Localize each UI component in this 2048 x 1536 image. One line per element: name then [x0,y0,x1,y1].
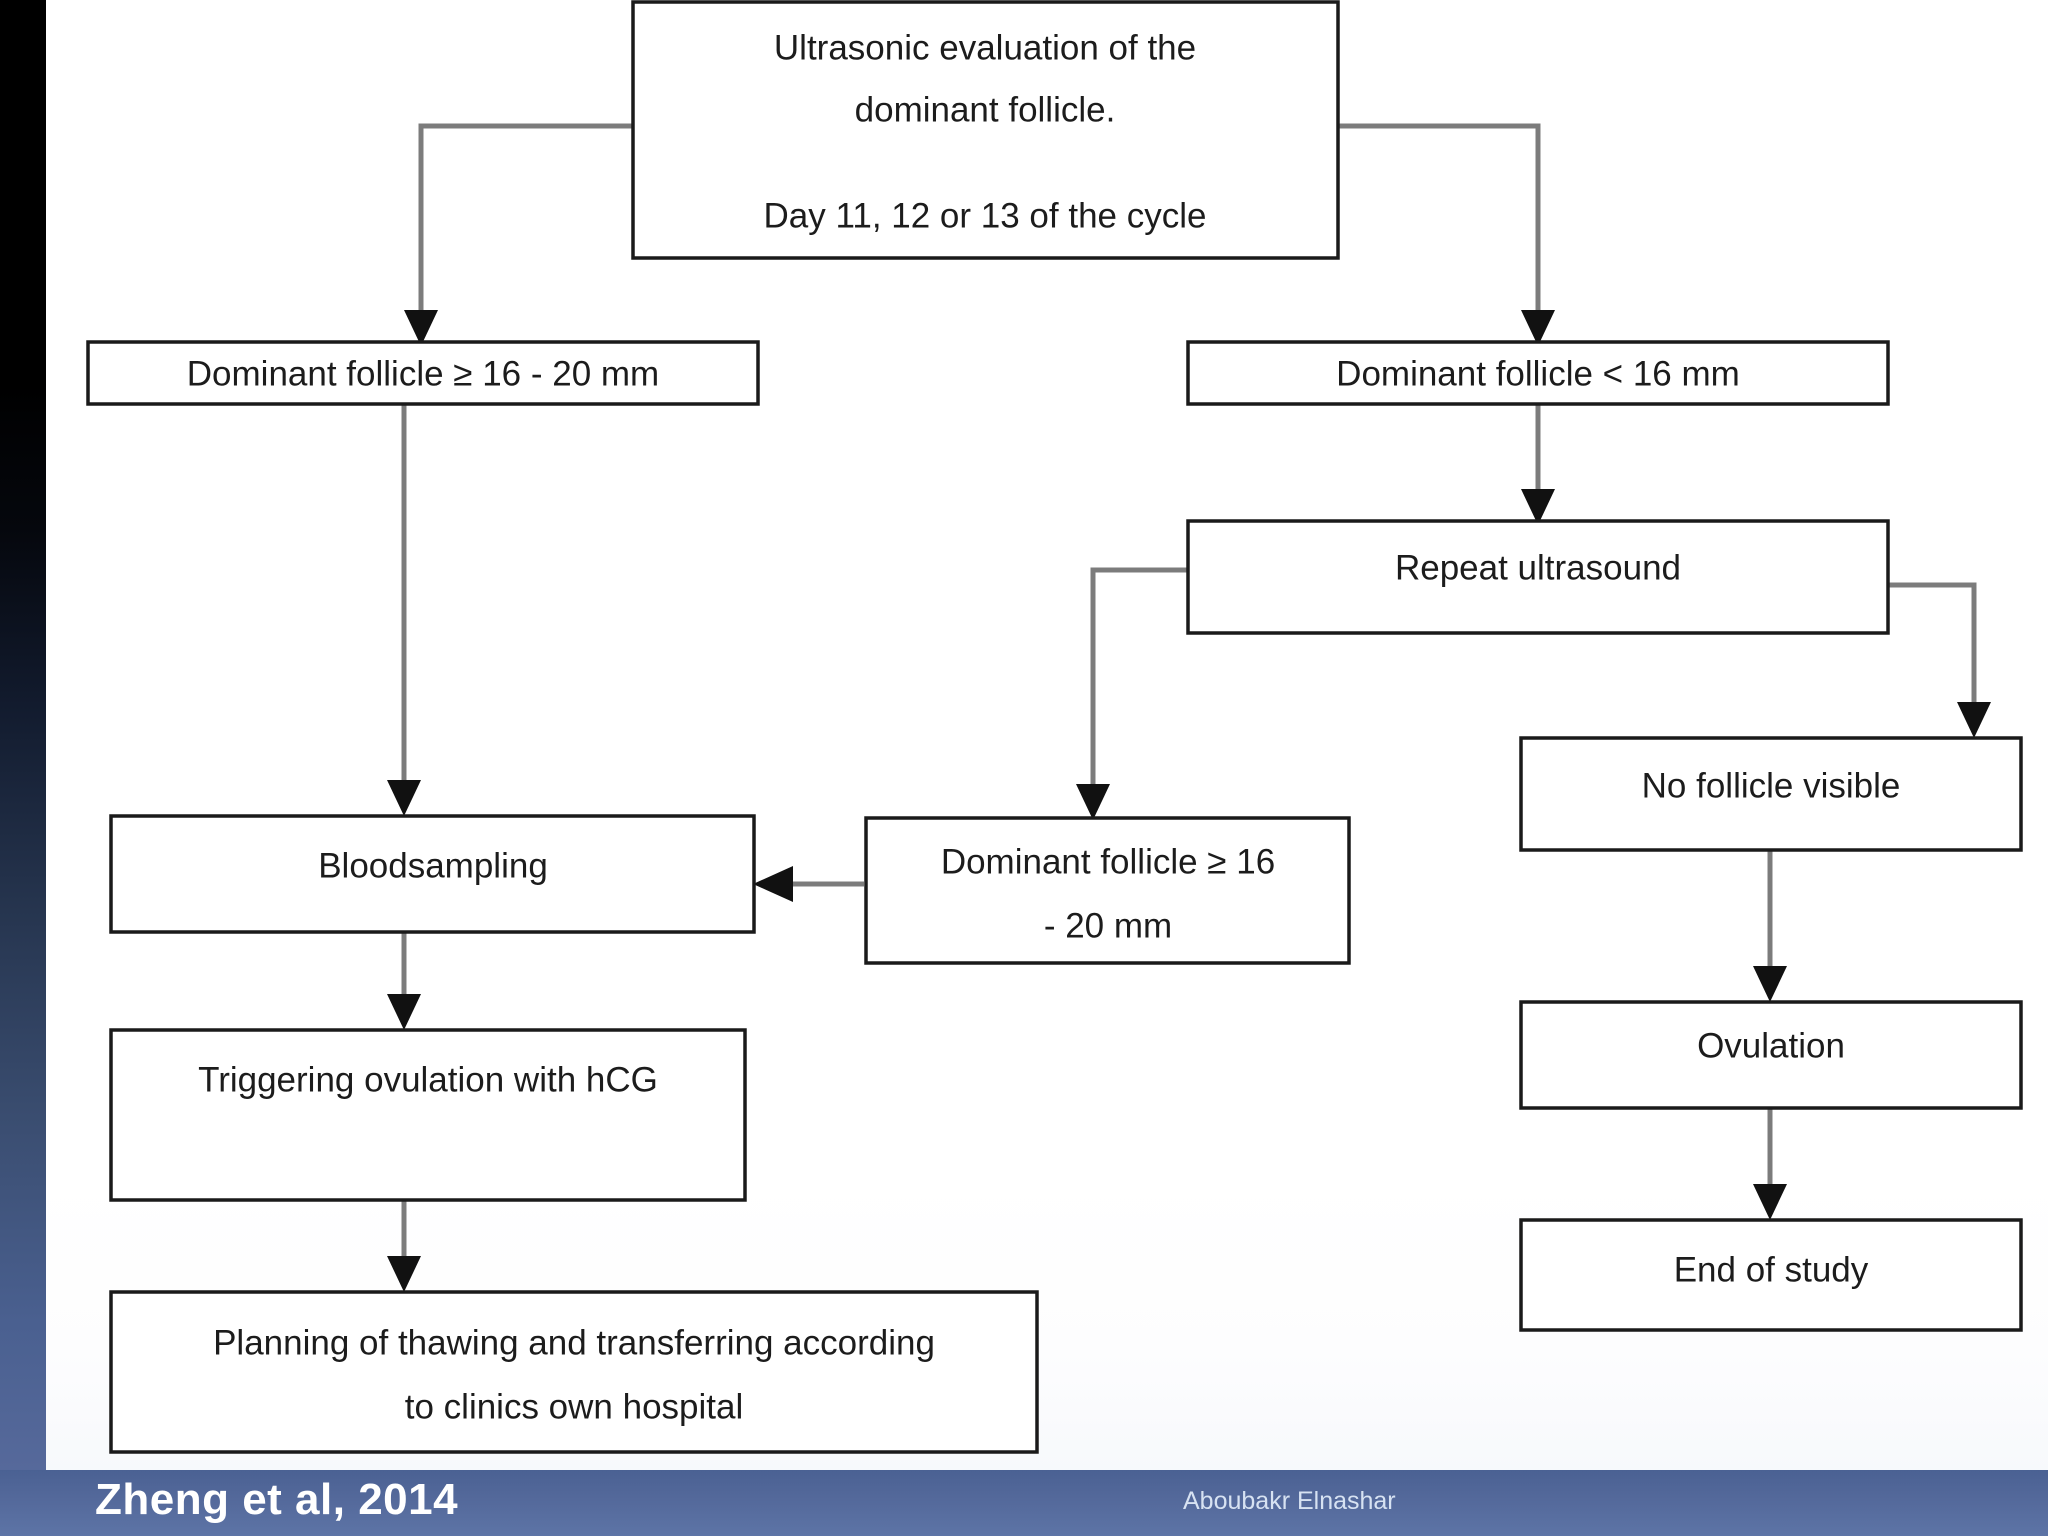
node-line: End of study [1674,1250,1869,1289]
edge-repeat-ultrasound-to-follicle-large-repeat [1076,567,1188,820]
node-line: Dominant follicle < 16 mm [1336,354,1740,393]
slide-footer-bar: Zheng et al, 2014 Aboubakr Elnashar [0,1470,2048,1536]
node-end-of-study[interactable]: End of study [1519,1218,2023,1332]
node-line: Ultrasonic evaluation of the [774,28,1196,67]
node-box [86,340,760,406]
footer-content: Zheng et al, 2014 Aboubakr Elnashar [0,1470,2048,1536]
node-ovulation[interactable]: Ovulation [1519,1000,2023,1110]
node-box [1186,340,1890,406]
node-line: - 20 mm [1044,906,1172,945]
node-planning-thawing[interactable]: Planning of thawing and transferring acc… [109,1290,1039,1454]
node-box [109,1290,1039,1454]
edge-follicle-large-to-bloodsampling [387,400,421,816]
node-box [631,0,1340,260]
node-line: dominant follicle. [855,90,1116,129]
arrow-head-icon [387,780,421,816]
node-box [109,1028,747,1202]
edge-ultrasonic-to-follicle-small [1338,123,1555,346]
node-dominant-follicle-large-repeat[interactable]: Dominant follicle ≥ 16 - 20 mm [864,816,1351,965]
node-box [1186,519,1890,635]
node-line: Triggering ovulation with hCG [198,1060,658,1099]
node-line: Dominant follicle ≥ 16 - 20 mm [187,354,659,393]
node-line: Repeat ultrasound [1395,548,1681,587]
node-bloodsampling[interactable]: Bloodsampling [109,814,756,934]
node-line: Day 11, 12 or 13 of the cycle [764,196,1207,235]
arrow-head-icon [1957,702,1991,738]
node-box [1519,1218,2023,1332]
edge-bloodsampling-to-triggering-ovulation [387,932,421,1030]
node-triggering-ovulation[interactable]: Triggering ovulation with hCG [109,1028,747,1202]
node-box [1519,1000,2023,1110]
node-dominant-follicle-large[interactable]: Dominant follicle ≥ 16 - 20 mm [86,340,760,406]
node-line: No follicle visible [1642,766,1901,805]
left-gradient-band [0,0,46,1470]
arrow-head-icon [1076,784,1110,820]
node-line: Planning of thawing and transferring acc… [213,1323,935,1362]
edge-follicle-small-to-repeat-ultrasound [1521,400,1555,525]
flowchart-diagram: Ultrasonic evaluation of the dominant fo… [86,0,2023,1454]
node-line: to clinics own hospital [405,1387,744,1426]
node-box [1519,736,2023,852]
edge-ovulation-to-end-of-study [1753,1108,1787,1220]
node-no-follicle-visible[interactable]: No follicle visible [1519,736,2023,852]
node-ultrasonic-evaluation[interactable]: Ultrasonic evaluation of the dominant fo… [631,0,1340,260]
node-line: Ovulation [1697,1026,1845,1065]
node-line: Bloodsampling [318,846,548,885]
edge-repeat-ultrasound-to-no-follicle-visible [1888,582,1991,738]
node-dominant-follicle-small[interactable]: Dominant follicle < 16 mm [1186,340,1890,406]
node-repeat-ultrasound[interactable]: Repeat ultrasound [1186,519,1890,635]
edge-ultrasonic-to-follicle-large [404,123,633,346]
arrow-head-icon [387,994,421,1030]
node-box [864,816,1351,965]
arrow-head-icon [1753,1184,1787,1220]
node-box [109,814,756,934]
edge-triggering-ovulation-to-planning-thawing [387,1200,421,1292]
footer-citation: Zheng et al, 2014 [95,1475,459,1524]
footer-author: Aboubakr Elnashar [1183,1487,1396,1515]
edge-no-follicle-visible-to-ovulation [1753,850,1787,1002]
arrow-head-icon [387,1256,421,1292]
arrow-head-icon [404,310,438,346]
edge-follicle-large-repeat-to-bloodsampling [753,866,864,902]
arrow-head-icon [1753,966,1787,1002]
arrow-head-icon [753,866,793,902]
arrow-head-icon [1521,489,1555,525]
arrow-head-icon [1521,310,1555,346]
node-line: Dominant follicle ≥ 16 [941,842,1275,881]
